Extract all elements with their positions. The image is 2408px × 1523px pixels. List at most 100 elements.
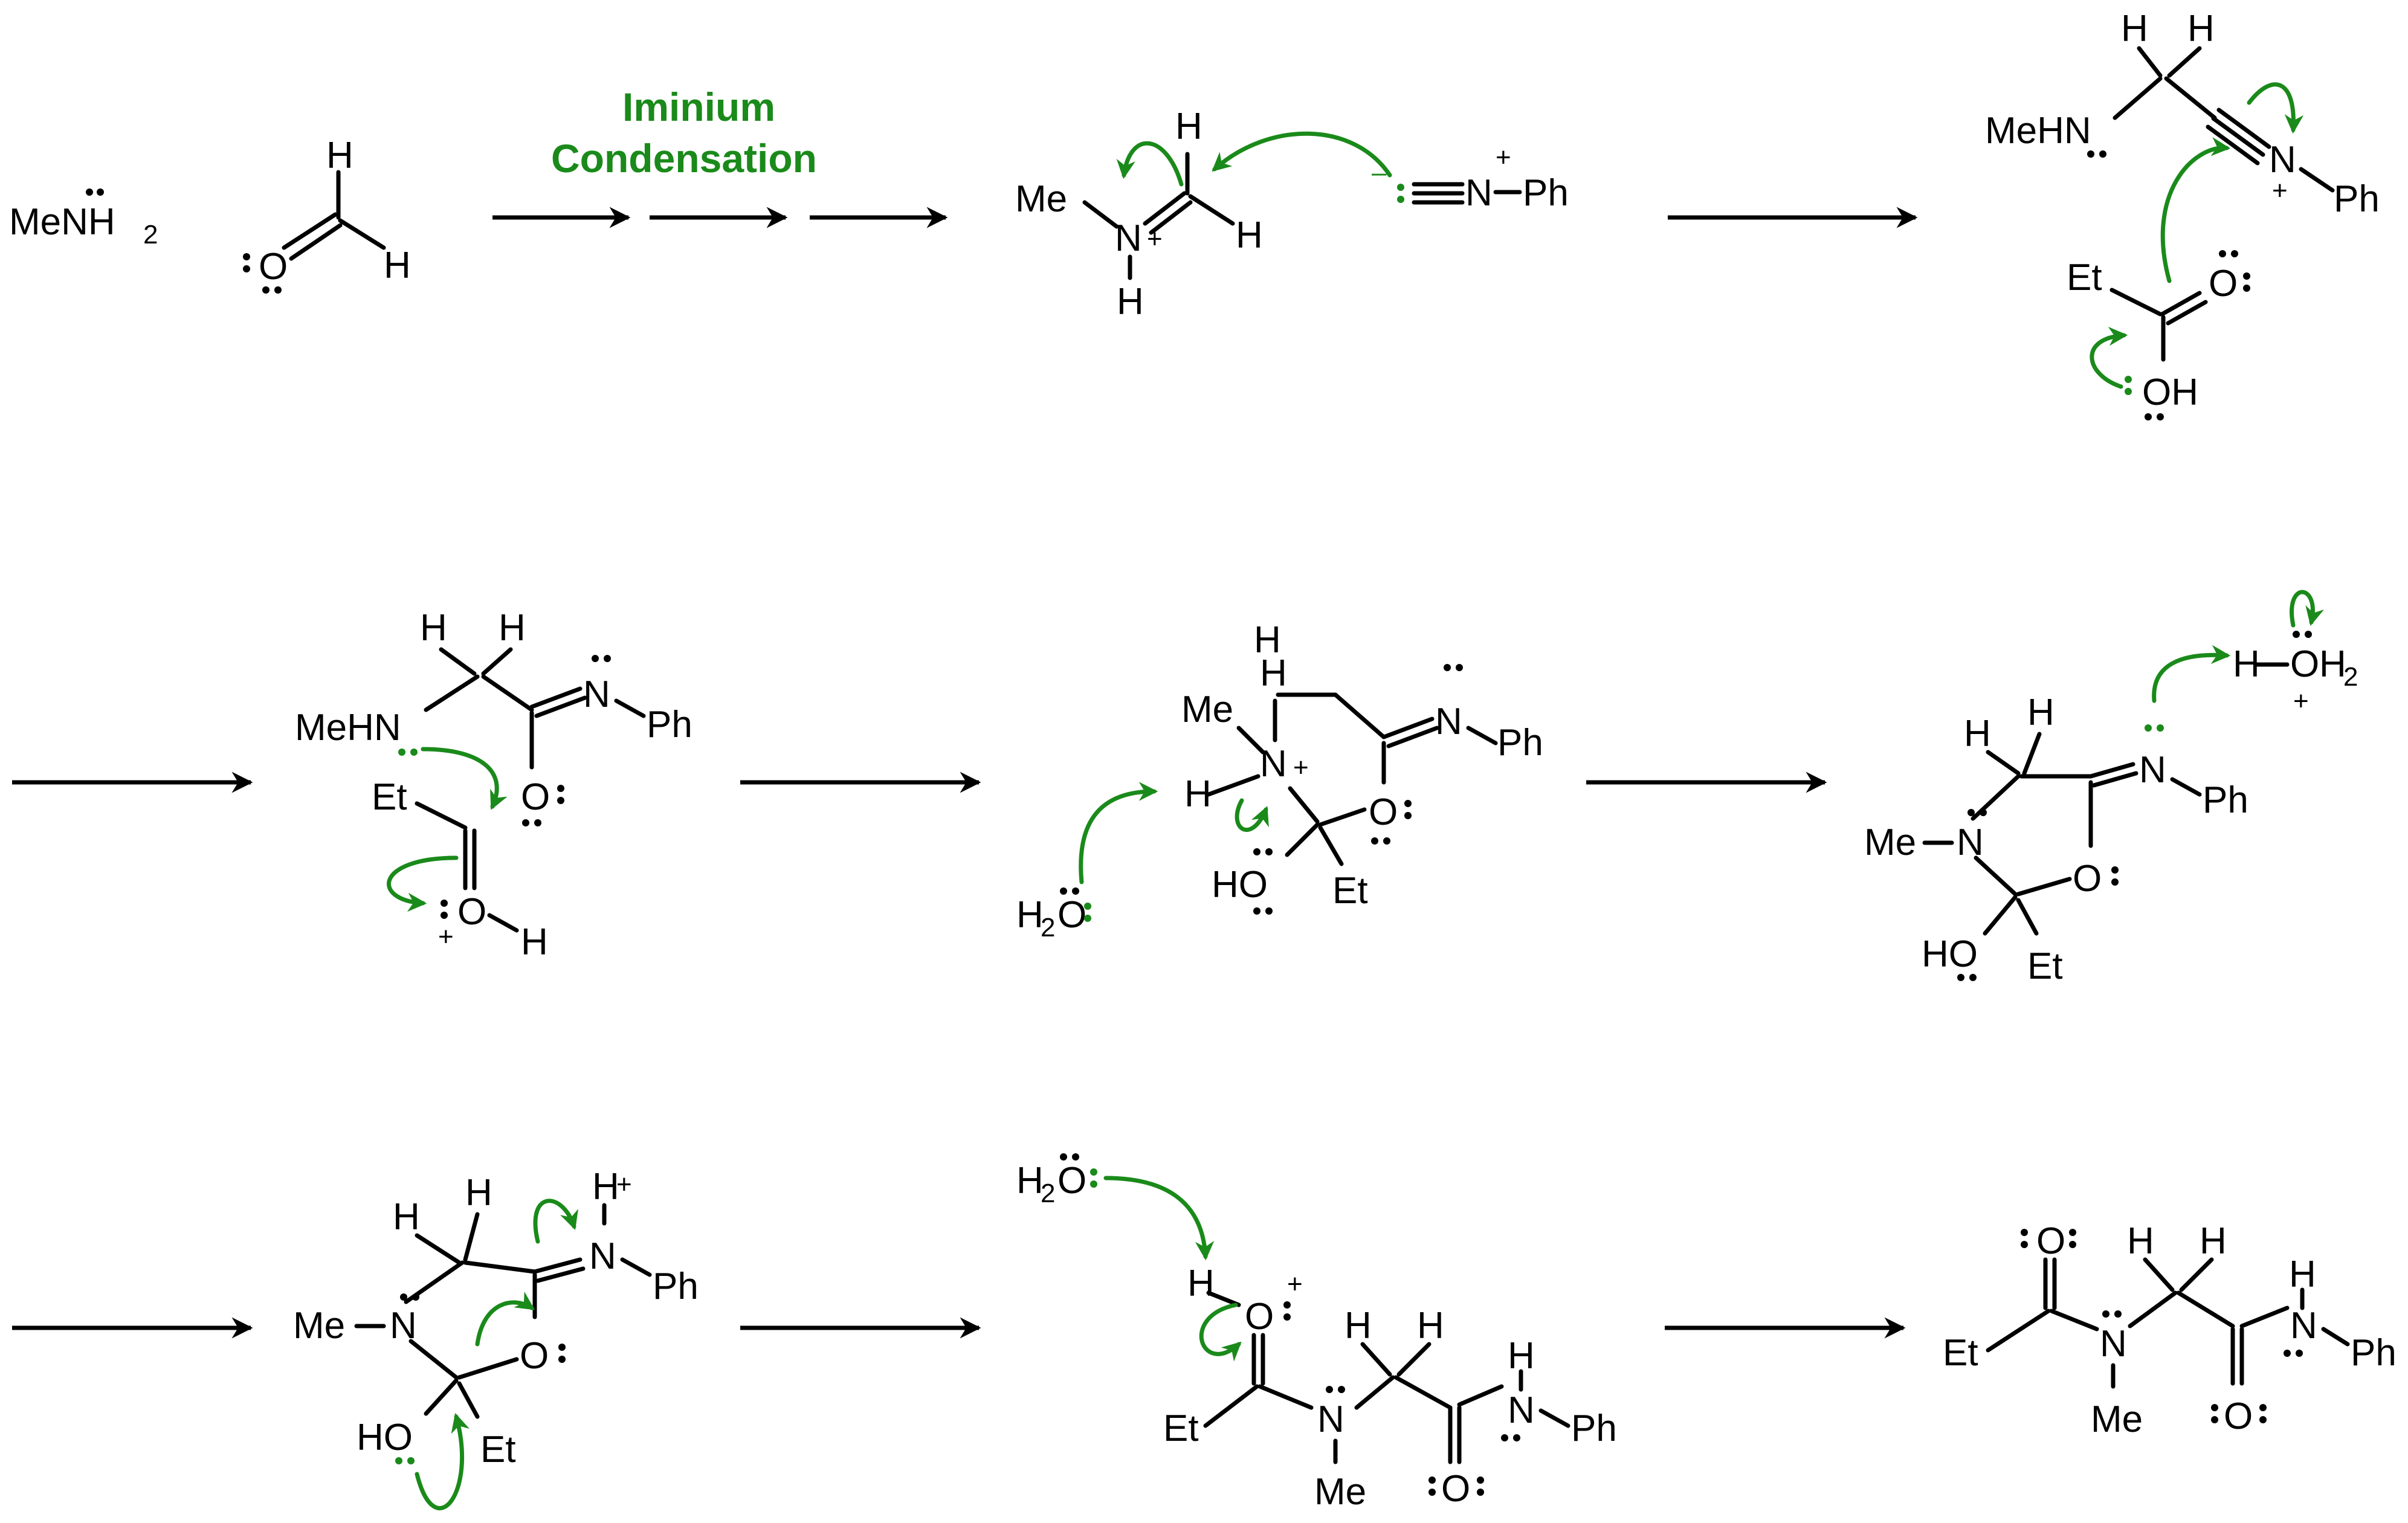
svg-text:Me: Me: [1181, 689, 1233, 730]
nitrilium-intermediate: H H MeHN N + Ph: [1985, 8, 2380, 220]
svg-text:N: N: [589, 1235, 616, 1277]
oxazolidine-protonated: H 2 O H H Me N + H N Ph O HO Et: [1016, 619, 1543, 942]
svg-text:H: H: [499, 607, 526, 649]
svg-text:Ph: Ph: [1571, 1408, 1617, 1449]
svg-text:N: N: [1957, 822, 1984, 863]
svg-text:H: H: [465, 1172, 492, 1214]
svg-text:H: H: [2200, 1220, 2227, 1262]
svg-text:N: N: [1115, 217, 1142, 259]
svg-text:HO: HO: [357, 1417, 413, 1458]
svg-text:Ph: Ph: [647, 704, 692, 745]
svg-text:Et: Et: [2067, 257, 2102, 298]
svg-text:MeHN: MeHN: [1985, 110, 2091, 152]
svg-text:Ph: Ph: [1497, 722, 1543, 764]
protonated-oxazolidine: H + N Ph H H Me N O HO Et: [293, 1166, 699, 1510]
oxazolidine-neutral: H O H 2 + H H Me N N Ph O HO Et: [1864, 590, 2358, 987]
svg-text:Ph: Ph: [2351, 1332, 2397, 1374]
svg-text:H: H: [2127, 1220, 2154, 1262]
svg-text:O: O: [457, 891, 486, 933]
svg-text:O: O: [2290, 643, 2319, 685]
bis-amide-product: O Et N Me H H O H N Ph: [1943, 1220, 2397, 1440]
svg-text:+: +: [2272, 176, 2288, 205]
svg-text:O: O: [2036, 1220, 2065, 1262]
svg-text:OH: OH: [2142, 372, 2198, 413]
svg-text:+: +: [1287, 1269, 1303, 1299]
svg-text:H: H: [1016, 1160, 1044, 1202]
imidate-intermediate: H H MeHN N Ph O Et O + H: [295, 607, 692, 963]
svg-text:Et: Et: [1332, 870, 1368, 912]
svg-text:H: H: [393, 1196, 420, 1238]
svg-text:H: H: [420, 607, 447, 649]
svg-text:Ph: Ph: [2203, 779, 2248, 821]
svg-text:N: N: [2269, 139, 2296, 181]
svg-text:N: N: [583, 674, 610, 715]
svg-text:Et: Et: [2027, 945, 2063, 987]
svg-text:Me: Me: [1864, 822, 1916, 863]
svg-text:Me: Me: [1314, 1471, 1366, 1513]
svg-text:Et: Et: [1943, 1332, 1978, 1374]
svg-text:O: O: [1057, 894, 1086, 936]
svg-text:N: N: [2290, 1305, 2317, 1347]
svg-text:Me: Me: [1015, 178, 1067, 220]
svg-text:H: H: [1417, 1305, 1444, 1347]
propanoic-acid: Et O OH: [2067, 137, 2250, 420]
svg-text:N: N: [1435, 701, 1462, 742]
svg-text:O: O: [521, 776, 550, 818]
svg-text:+: +: [2293, 686, 2309, 716]
svg-text:2: 2: [1041, 1179, 1055, 1208]
svg-text:+: +: [438, 922, 454, 951]
svg-text:H: H: [1260, 652, 1287, 694]
svg-text:Me: Me: [293, 1305, 345, 1347]
svg-text:N: N: [1260, 743, 1287, 785]
svg-text:O: O: [2209, 263, 2238, 304]
svg-text:N: N: [1465, 172, 1493, 214]
svg-text:Et: Et: [480, 1429, 516, 1470]
svg-text:N: N: [2139, 749, 2166, 791]
svg-text:2: 2: [2343, 662, 2358, 692]
svg-text:O: O: [2224, 1396, 2253, 1437]
svg-text:N: N: [2100, 1323, 2127, 1365]
svg-text:+: +: [1293, 753, 1309, 782]
svg-text:O: O: [520, 1335, 549, 1377]
svg-text:H: H: [1236, 214, 1263, 256]
svg-text:H: H: [2121, 8, 2148, 50]
svg-text:O: O: [259, 246, 288, 288]
svg-text:H: H: [1175, 106, 1202, 147]
svg-text:Et: Et: [372, 776, 407, 818]
svg-text:H: H: [384, 245, 411, 286]
svg-text:H: H: [1254, 619, 1281, 661]
svg-text:H: H: [1016, 894, 1044, 936]
svg-text:Ph: Ph: [653, 1266, 699, 1307]
svg-text:Et: Et: [1163, 1408, 1199, 1449]
phenyl-isocyanide: – N + Ph: [1212, 131, 1569, 214]
svg-text:H: H: [521, 921, 548, 963]
svg-text:+: +: [616, 1170, 632, 1199]
reaction-arrows-condensation: Iminium Condensation: [492, 85, 948, 228]
svg-text:O: O: [1369, 791, 1398, 833]
svg-text:Condensation: Condensation: [551, 136, 817, 181]
svg-text:Ph: Ph: [1523, 172, 1569, 214]
svg-text:N: N: [1317, 1399, 1344, 1440]
svg-text:H: H: [1964, 713, 1991, 755]
svg-text:O: O: [2073, 858, 2102, 900]
svg-text:O: O: [1441, 1468, 1470, 1510]
svg-text:Ph: Ph: [2334, 178, 2380, 220]
formaldehyde: O H H: [243, 135, 411, 294]
svg-text:O: O: [1245, 1296, 1274, 1338]
protonated-amide-intermediate: H 2 O H O + Et N Me H H O H N: [1016, 1153, 1617, 1513]
svg-text:2: 2: [1041, 913, 1055, 942]
iminium-ion: Me N + H H H: [1015, 106, 1263, 323]
svg-text:H: H: [592, 1166, 619, 1208]
svg-text:H: H: [1117, 281, 1144, 323]
svg-text:Me: Me: [2091, 1399, 2143, 1440]
svg-text:H: H: [1187, 1263, 1215, 1304]
svg-text:HO: HO: [1212, 864, 1268, 906]
svg-text:HO: HO: [1922, 933, 1978, 975]
svg-text:H: H: [326, 135, 353, 176]
svg-text:MeHN: MeHN: [295, 707, 401, 749]
svg-text:2: 2: [143, 220, 158, 250]
svg-text:H: H: [2187, 8, 2215, 50]
methylamine: MeNH 2: [9, 188, 158, 250]
svg-text:H: H: [2319, 643, 2346, 685]
